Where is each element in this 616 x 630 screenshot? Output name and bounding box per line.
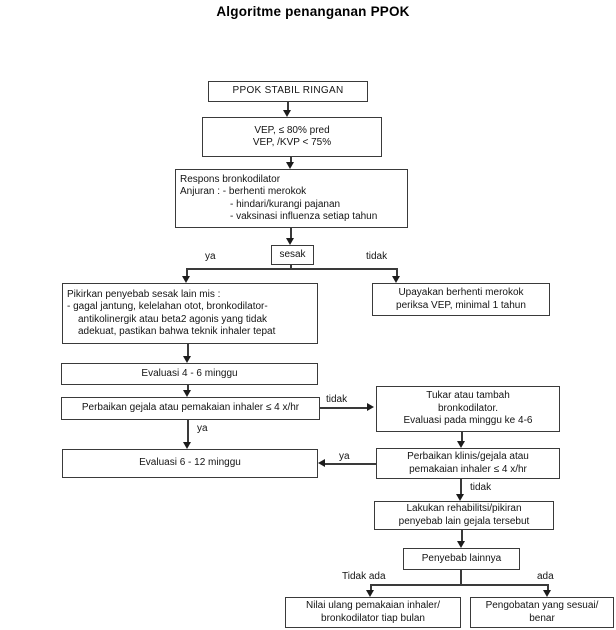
- node-nilai-line1: Nilai ulang pemakaian inhaler/: [306, 600, 440, 611]
- connector-sesak-ya: [186, 268, 188, 276]
- connector-evaluasi46-perbaikan: [187, 385, 189, 390]
- connector-lakukan-penyebab: [461, 530, 463, 541]
- node-perbaikan-gejala: Perbaikan gejala atau pemakaian inhaler …: [61, 397, 320, 420]
- arrowhead-lakukan-penyebab: [457, 541, 465, 548]
- edge-label-klinis-ya: ya: [339, 451, 350, 462]
- node-upayakan-line1: Upayakan berhenti merokok: [398, 287, 524, 298]
- node-nilai-line2: bronkodilator tiap bulan: [321, 612, 425, 624]
- node-pikirkan-line2: - gagal jantung, kelelahan otot, bronkod…: [67, 301, 268, 312]
- node-respons-line3: - hindari/kurangi pajanan: [230, 198, 341, 210]
- connector-penyebab-stem: [460, 570, 462, 585]
- node-respons-line4: - vaksinasi influenza setiap tahun: [230, 211, 378, 222]
- connector-start-vep: [287, 102, 289, 110]
- edge-label-sesak-ya: ya: [205, 251, 216, 262]
- node-lakukan-line1: Lakukan rehabilitsi/pikiran: [406, 503, 522, 514]
- arrowhead-sesak-tidak: [392, 276, 400, 283]
- connector-perbaikan-tukar: [320, 407, 367, 409]
- node-upayakan-line2: periksa VEP, minimal 1 tahun: [396, 299, 526, 311]
- node-klinis-line2: pemakaian inhaler ≤ 4 x/hr: [409, 463, 527, 475]
- connector-sesak-branch: [187, 268, 398, 270]
- node-respons-bronkodilator: Respons bronkodilator Anjuran : - berhen…: [175, 169, 408, 228]
- arrowhead-penyebab-ada: [543, 590, 551, 597]
- arrowhead-pikirkan-evaluasi46: [183, 356, 191, 363]
- edge-label-penyebab-tidak-ada: Tidak ada: [342, 571, 386, 582]
- connector-respons-sesak: [290, 228, 292, 238]
- node-tukar-line3: Evaluasi pada minggu ke 4-6: [403, 415, 533, 427]
- arrowhead-respons-sesak: [286, 238, 294, 245]
- node-tukar-tambah-bronkodilator: Tukar atau tambah bronkodilator. Evaluas…: [376, 386, 560, 432]
- node-perbaikan-klinis: Perbaikan klinis/gejala atau pemakaian i…: [376, 448, 560, 479]
- node-pengobatan-sesuai: Pengobatan yang sesuai/ benar: [470, 597, 614, 628]
- arrowhead-perbaikan-evaluasi612: [183, 442, 191, 449]
- node-pikirkan-penyebab-sesak: Pikirkan penyebab sesak lain mis : - gag…: [62, 283, 318, 344]
- node-penyebab-lainnya: Penyebab lainnya: [403, 548, 520, 570]
- node-lakukan-rehabilitasi: Lakukan rehabilitsi/pikiran penyebab lai…: [374, 501, 554, 530]
- arrowhead-penyebab-tidak-ada: [366, 590, 374, 597]
- node-upayakan-berhenti-merokok: Upayakan berhenti merokok periksa VEP, m…: [372, 283, 550, 316]
- page-title: Algoritme penanganan PPOK: [216, 4, 410, 19]
- arrowhead-start-vep: [283, 110, 291, 117]
- node-sesak-decision: sesak: [271, 245, 314, 265]
- edge-label-sesak-tidak: tidak: [366, 251, 388, 262]
- connector-penyebab-ada: [547, 584, 549, 591]
- arrowhead-klinis-lakukan: [456, 494, 464, 501]
- node-respons-line1: Respons bronkodilator: [180, 173, 281, 185]
- node-sesak-label: sesak: [279, 248, 306, 260]
- arrowhead-sesak-ya: [182, 276, 190, 283]
- node-evaluasi612-label: Evaluasi 6 - 12 minggu: [139, 457, 241, 469]
- arrowhead-evaluasi46-perbaikan: [183, 390, 191, 397]
- node-vep-line2: VEP, /KVP < 75%: [252, 137, 332, 148]
- connector-penyebab-branch: [371, 584, 549, 586]
- connector-tukar-klinis: [461, 432, 463, 441]
- node-klinis-line1: Perbaikan klinis/gejala atau: [407, 451, 529, 462]
- arrowhead-perbaikan-tukar: [367, 403, 374, 411]
- node-tukar-line1: Tukar atau tambah: [426, 390, 510, 402]
- node-pengobatan-line2: benar: [529, 612, 555, 624]
- connector-perbaikan-evaluasi612: [187, 420, 189, 442]
- node-tukar-line2: bronkodilator.: [437, 402, 499, 414]
- connector-klinis-evaluasi612: [325, 463, 376, 465]
- node-evaluasi-4-6-minggu: Evaluasi 4 - 6 minggu: [61, 363, 318, 385]
- node-evaluasi46-label: Evaluasi 4 - 6 minggu: [141, 367, 238, 379]
- edge-label-perbaikan-ya: ya: [197, 423, 208, 434]
- node-pikirkan-line3: antikolinergik atau beta2 agonis yang ti…: [78, 313, 268, 325]
- connector-klinis-lakukan: [460, 479, 462, 494]
- node-vep-line1: VEP, ≤ 80% pred: [254, 124, 330, 136]
- edge-label-perbaikan-tidak: tidak: [326, 394, 348, 405]
- node-evaluasi-6-12-minggu: Evaluasi 6 - 12 minggu: [62, 449, 318, 478]
- arrowhead-vep-respons: [286, 162, 294, 169]
- arrowhead-tukar-klinis: [457, 441, 465, 448]
- connector-sesak-tidak: [396, 268, 398, 276]
- node-ppok-stabil-ringan: PPOK STABIL RINGAN: [208, 81, 368, 102]
- node-ppok-stabil-ringan-label: PPOK STABIL RINGAN: [232, 85, 344, 97]
- node-pikirkan-line1: Pikirkan penyebab sesak lain mis :: [67, 288, 221, 300]
- edge-label-klinis-tidak: tidak: [470, 482, 492, 493]
- edge-label-penyebab-ada: ada: [537, 571, 554, 582]
- node-perbaikan-label: Perbaikan gejala atau pemakaian inhaler …: [81, 402, 300, 414]
- connector-pikirkan-evaluasi46: [187, 344, 189, 356]
- connector-sesak-stem: [290, 265, 292, 269]
- node-vep-criteria: VEP, ≤ 80% pred VEP, /KVP < 75%: [202, 117, 382, 157]
- node-respons-line2: Anjuran : - berhenti merokok: [180, 186, 307, 197]
- node-pikirkan-line4: adekuat, pastikan bahwa teknik inhaler t…: [78, 326, 276, 337]
- node-pengobatan-line1: Pengobatan yang sesuai/: [485, 600, 599, 611]
- connector-vep-respons: [290, 157, 292, 162]
- connector-penyebab-tidak-ada: [370, 584, 372, 591]
- arrowhead-klinis-evaluasi612: [318, 459, 325, 467]
- node-penyebab-label: Penyebab lainnya: [421, 552, 502, 564]
- node-nilai-ulang-pemakaian: Nilai ulang pemakaian inhaler/ bronkodil…: [285, 597, 461, 628]
- node-lakukan-line2: penyebab lain gejala tersebut: [398, 515, 530, 527]
